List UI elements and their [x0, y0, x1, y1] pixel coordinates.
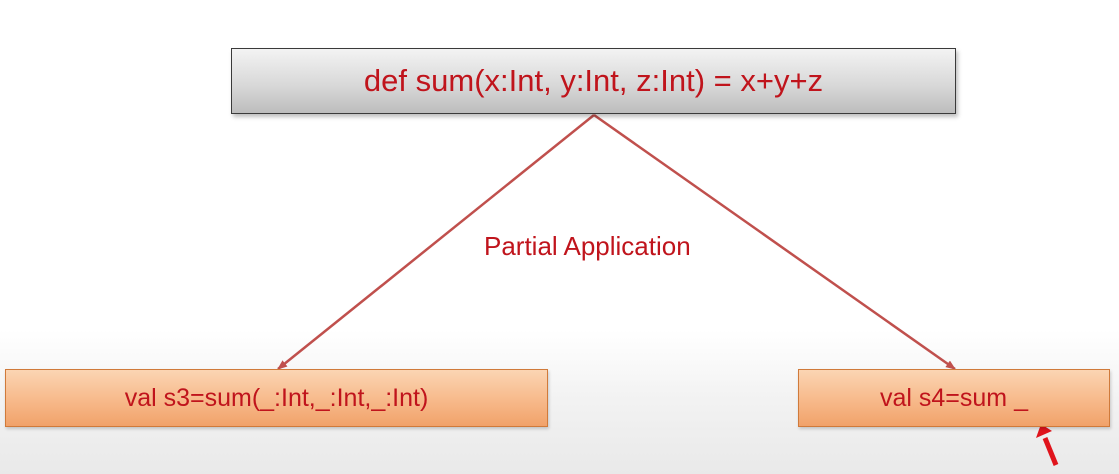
partial-application-s3-box: val s3=sum(_:Int,_:Int,_:Int)	[5, 369, 548, 427]
function-definition-text: def sum(x:Int, y:Int, z:Int) = x+y+z	[363, 63, 824, 98]
function-definition-box: def sum(x:Int, y:Int, z:Int) = x+y+z	[231, 48, 956, 114]
partial-application-label: Partial Application	[484, 231, 691, 261]
s4-definition-text: val s4=sum _	[880, 383, 1028, 412]
s3-definition-text: val s3=sum(_:Int,_:Int,_:Int)	[124, 383, 429, 412]
pointer-arrow-icon	[1036, 424, 1059, 466]
connector-arrow-right	[593, 113, 956, 371]
partial-application-s4-box: val s4=sum _	[798, 369, 1110, 427]
connector-arrow-left	[277, 114, 595, 370]
